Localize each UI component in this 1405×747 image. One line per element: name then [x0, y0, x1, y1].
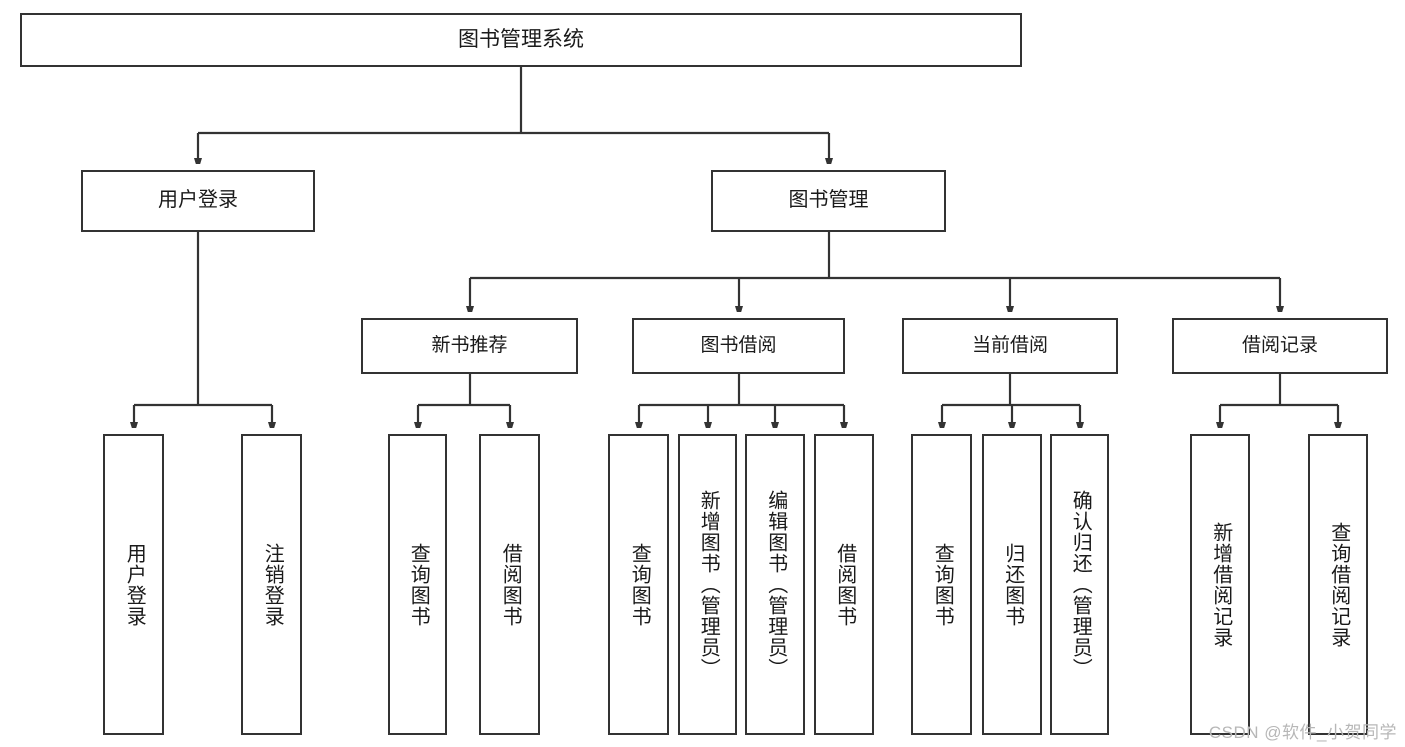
- node-label: 当前借阅: [971, 334, 1048, 356]
- node-label: 新增借阅记录: [1209, 521, 1232, 648]
- node-current-borrow[interactable]: 当前借阅: [902, 318, 1118, 374]
- node-label: 编辑图书（管理员）: [764, 490, 787, 679]
- node-label: 查询借阅记录: [1327, 521, 1350, 648]
- node-label: 查询图书: [407, 542, 430, 627]
- node-label: 图书管理系统: [458, 27, 584, 51]
- node-new-book-rec[interactable]: 新书推荐: [361, 318, 578, 374]
- watermark-text: CSDN @软件_小贺同学: [1208, 723, 1397, 742]
- node-leaf-borrow-book-2[interactable]: 借阅图书: [814, 434, 874, 735]
- node-label: 注销登录: [261, 542, 284, 627]
- node-leaf-borrow-book-1[interactable]: 借阅图书: [479, 434, 540, 735]
- node-leaf-confirm-return[interactable]: 确认归还（管理员）: [1050, 434, 1109, 735]
- node-label: 图书管理: [788, 189, 869, 212]
- node-borrow-record[interactable]: 借阅记录: [1172, 318, 1388, 374]
- node-leaf-query-book-2[interactable]: 查询图书: [608, 434, 669, 735]
- node-label: 用户登录: [123, 542, 146, 627]
- node-label: 借阅图书: [833, 542, 856, 627]
- node-label: 借阅图书: [499, 542, 522, 627]
- node-label: 用户登录: [158, 189, 238, 212]
- node-leaf-return-book[interactable]: 归还图书: [982, 434, 1042, 735]
- node-user-login[interactable]: 用户登录: [81, 170, 315, 232]
- node-leaf-query-record[interactable]: 查询借阅记录: [1308, 434, 1368, 735]
- node-label: 借阅记录: [1241, 334, 1318, 356]
- node-leaf-query-book-1[interactable]: 查询图书: [388, 434, 447, 735]
- node-leaf-query-book-3[interactable]: 查询图书: [911, 434, 972, 735]
- node-book-borrow[interactable]: 图书借阅: [632, 318, 845, 374]
- node-label: 查询图书: [628, 542, 651, 627]
- node-label: 确认归还（管理员）: [1069, 490, 1092, 679]
- node-label: 新增图书（管理员）: [697, 490, 720, 679]
- node-leaf-add-book-admin[interactable]: 新增图书（管理员）: [678, 434, 737, 735]
- node-book-manage[interactable]: 图书管理: [711, 170, 946, 232]
- node-leaf-add-record[interactable]: 新增借阅记录: [1190, 434, 1250, 735]
- node-leaf-edit-book-admin[interactable]: 编辑图书（管理员）: [745, 434, 805, 735]
- node-leaf-user-logout[interactable]: 注销登录: [241, 434, 302, 735]
- node-label: 查询图书: [931, 542, 954, 627]
- node-label: 归还图书: [1001, 542, 1024, 627]
- node-label: 新书推荐: [431, 334, 508, 356]
- node-label: 图书借阅: [700, 334, 777, 356]
- node-root[interactable]: 图书管理系统: [20, 13, 1022, 67]
- node-leaf-user-login[interactable]: 用户登录: [103, 434, 164, 735]
